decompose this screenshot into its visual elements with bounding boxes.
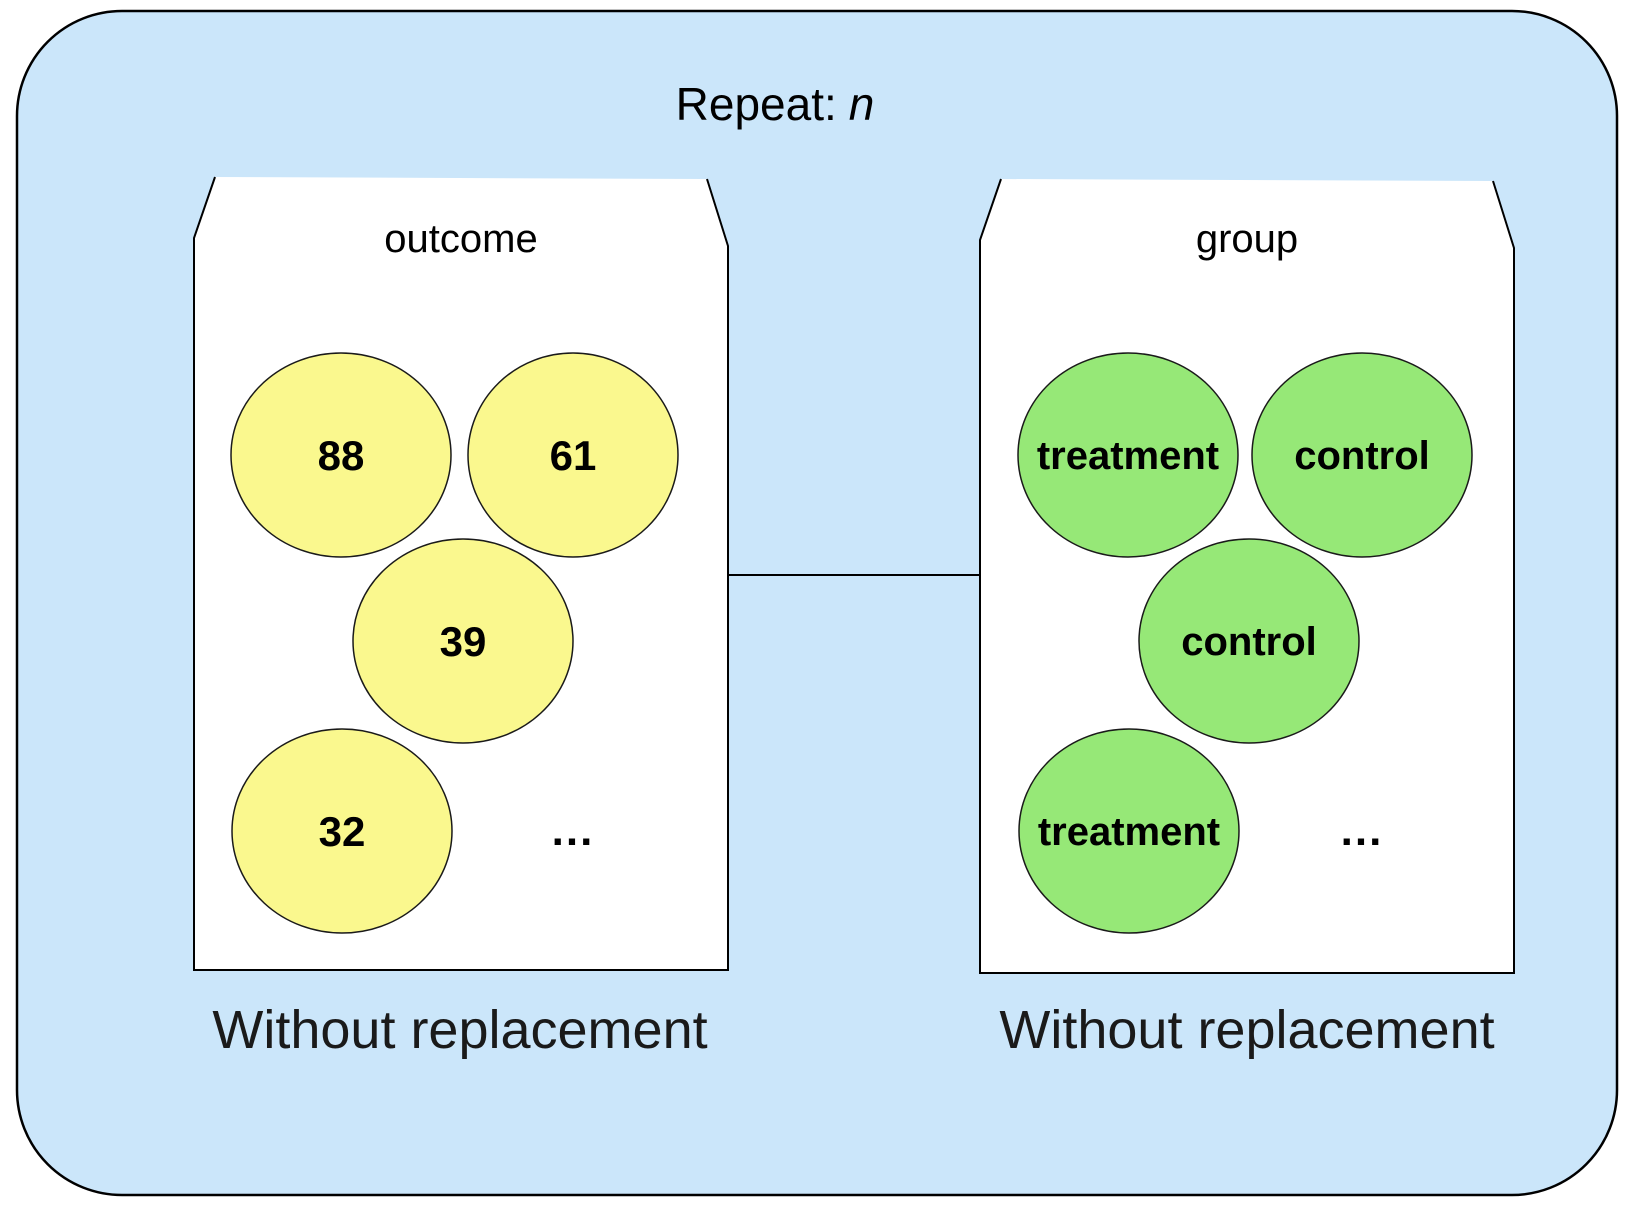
without-replacement-label-left: Without replacement: [212, 1000, 707, 1060]
group-ball-label: treatment: [1038, 810, 1220, 854]
outcome-ball: 61: [467, 352, 679, 558]
outcome-ball-shape: [231, 728, 453, 934]
without-replacement-label-right: Without replacement: [999, 1000, 1494, 1060]
outcome-ball: 32: [231, 728, 453, 934]
group-ball-shape: [1251, 352, 1473, 558]
outcome-ball: 88: [230, 352, 452, 558]
outcome-ball-label: 61: [550, 432, 597, 479]
outcome-bag-title: outcome: [384, 217, 537, 261]
group-ellipsis: ...: [1341, 806, 1384, 855]
group-ball-shape: [1018, 728, 1240, 934]
outcome-ellipsis: ...: [552, 806, 595, 855]
outcome-ball-label: 32: [319, 808, 366, 855]
outcome-ball-shape: [352, 538, 574, 744]
group-ball-shape: [1138, 538, 1360, 744]
outcome-ball-label: 88: [318, 432, 365, 479]
group-ball: control: [1138, 538, 1360, 744]
outcome-ball-shape: [467, 352, 679, 558]
group-ball-label: treatment: [1037, 434, 1219, 478]
outcome-ball: 39: [352, 538, 574, 744]
group-bag-title: group: [1196, 217, 1298, 261]
repeat-title: Repeat:n: [676, 78, 875, 130]
group-ball: treatment: [1018, 728, 1240, 934]
group-ball: control: [1251, 352, 1473, 558]
repeat-title-prefix: Repeat:: [676, 78, 837, 130]
outcome-ball-label: 39: [440, 618, 487, 665]
group-ball-shape: [1017, 352, 1239, 558]
group-ball: treatment: [1017, 352, 1239, 558]
repeat-title-n: n: [849, 78, 875, 130]
outcome-ball-shape: [230, 352, 452, 558]
group-ball-label: control: [1181, 620, 1317, 664]
group-ball-label: control: [1294, 434, 1430, 478]
